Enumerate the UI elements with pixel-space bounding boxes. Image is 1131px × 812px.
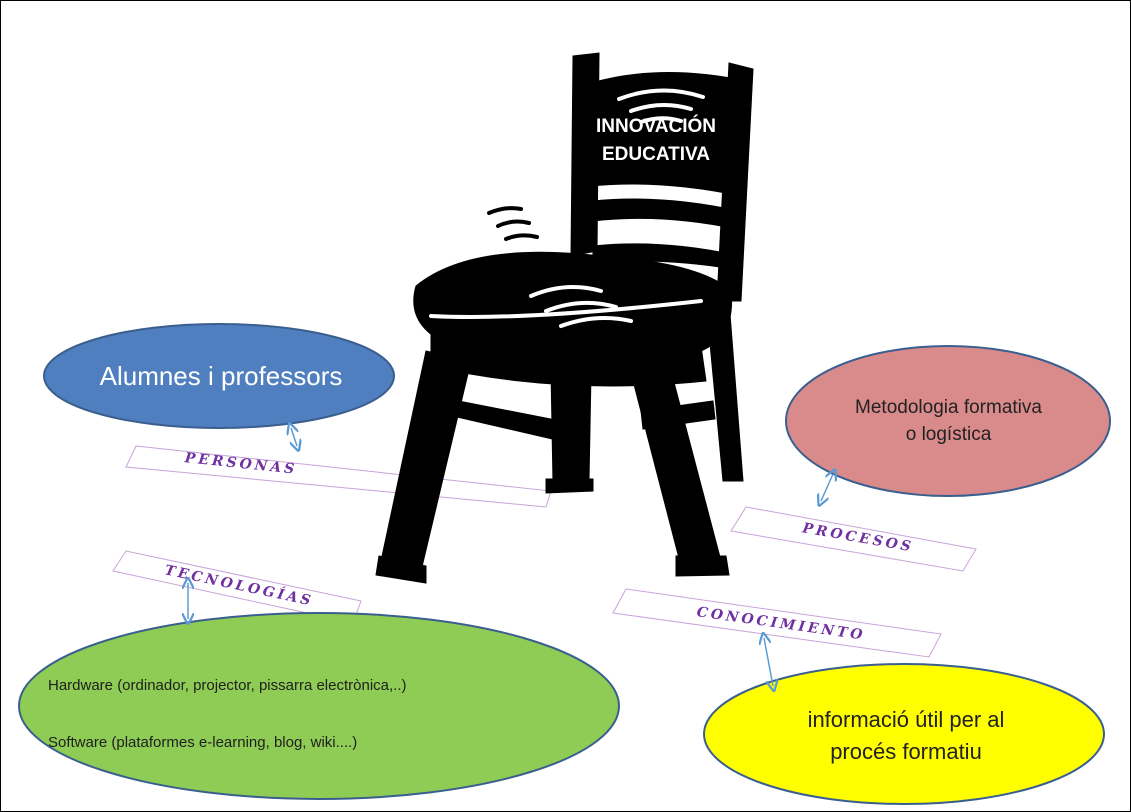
metodologia-text: Metodologia formativa o logística <box>796 386 1101 456</box>
informacio-line-1: informació útil per al <box>807 707 1005 732</box>
conocimiento-arrow <box>764 638 773 686</box>
informacio-line-2: procés formatiu <box>830 739 982 764</box>
informacio-text: informació útil per al procés formatiu <box>741 701 1071 771</box>
chair-title-line-1: INNOVACIÓN <box>596 116 716 137</box>
metodologia-line-1: Metodologia formativa <box>855 397 1042 418</box>
metodologia-line-2: o logística <box>905 424 992 445</box>
chair-title-line-2: EDUCATIVA <box>601 144 711 165</box>
software-text: Software (plataformes e-learning, blog, … <box>48 734 358 751</box>
alumnes-text: Alumnes i professors <box>99 360 343 391</box>
procesos-box <box>730 506 977 572</box>
motion-lines <box>487 206 539 241</box>
alumnes-ellipse <box>43 323 395 429</box>
informacio-ellipse <box>703 663 1105 805</box>
chair-highlights <box>429 88 705 328</box>
procesos-arrow <box>821 474 833 501</box>
conocimiento-box <box>612 588 942 658</box>
metodologia-ellipse <box>785 345 1111 497</box>
hardware-text: Hardware (ordinador, projector, pissarra… <box>48 677 407 694</box>
chair-illustration <box>375 52 754 584</box>
chair-title: INNOVACIÓN EDUCATIVA <box>571 113 741 169</box>
tecnologia-ellipse <box>18 612 620 800</box>
personas-arrow <box>291 428 297 446</box>
